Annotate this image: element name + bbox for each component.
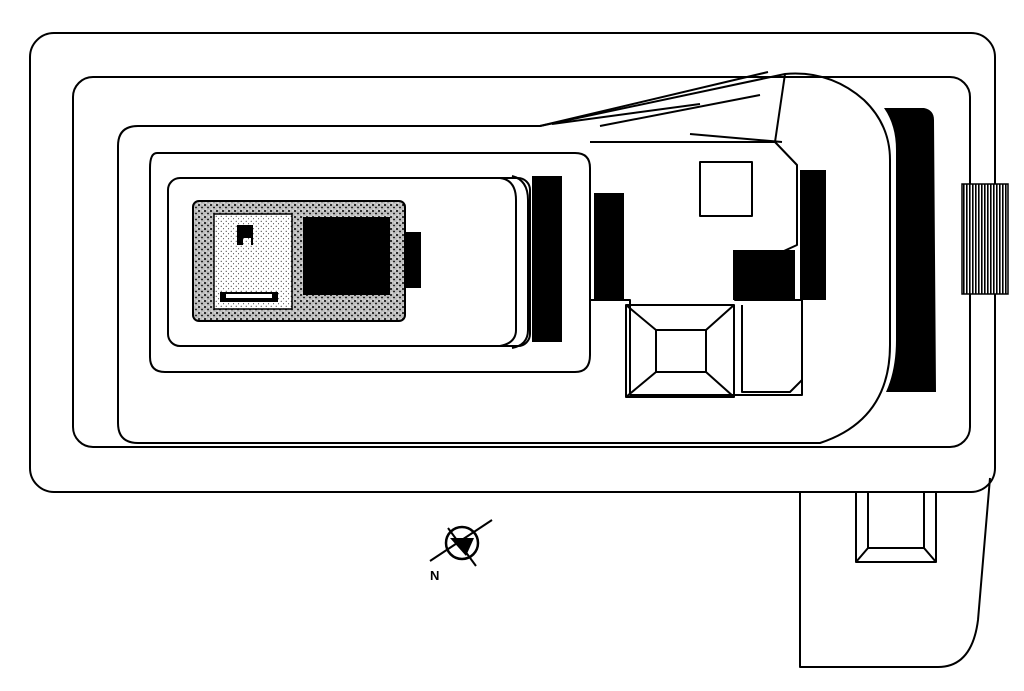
outer-terrace (29, 32, 996, 493)
sanctuary-core (192, 200, 421, 322)
court-steps (741, 305, 803, 393)
third-terrace (117, 72, 891, 444)
court-edge (774, 73, 786, 143)
annex-inner-block-bevel (855, 492, 937, 563)
upper-platform (149, 152, 591, 373)
inner-plinth (167, 177, 531, 347)
compass-label: N (430, 568, 439, 583)
west-wall-mass (532, 176, 562, 342)
east-curved-wall (884, 108, 936, 392)
east-stair (961, 183, 1009, 295)
central-square-outer (625, 304, 735, 398)
north-arrow-icon: N (429, 519, 493, 583)
court-wall-west (594, 193, 624, 300)
east-wall-strip (800, 170, 826, 300)
plinth-step-outer (511, 175, 529, 349)
court-wall-east (733, 250, 795, 300)
plinth-step (499, 177, 517, 347)
southeast-annex (799, 477, 991, 668)
annex-inner-block (855, 492, 937, 563)
central-square-bevel (625, 304, 735, 398)
north-ramp-lines (539, 71, 783, 143)
central-square-inner (655, 329, 707, 373)
square-room (699, 161, 753, 217)
